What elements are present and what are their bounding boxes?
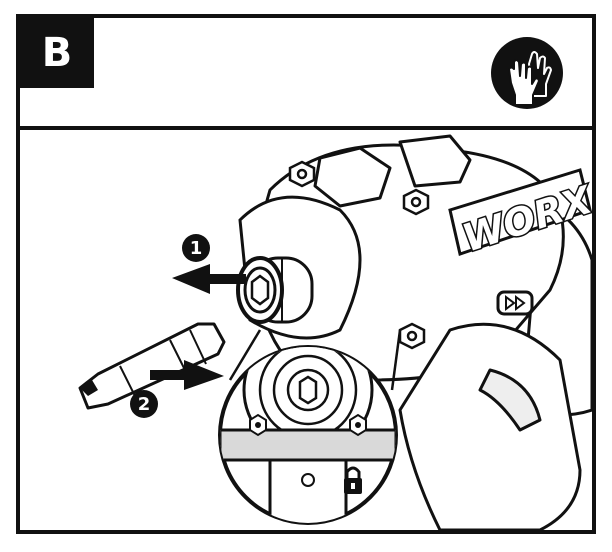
panel-header: B: [20, 18, 592, 130]
instruction-panel: B: [16, 14, 596, 534]
step-label: B: [20, 18, 94, 88]
padlock-icon: [344, 466, 362, 494]
callout-1: 1: [172, 234, 246, 294]
callout-2-number: 2: [138, 394, 151, 415]
protective-gloves-icon: [491, 37, 563, 109]
housing-screws: [288, 160, 430, 350]
callout-2: 2: [130, 360, 224, 418]
callout-1-number: 1: [190, 238, 203, 259]
detail-magnifier: [218, 329, 402, 525]
tool-illustration: WORX 1: [78, 134, 592, 530]
step-letter: B: [41, 30, 73, 76]
chuck-assembly: [236, 195, 362, 340]
direction-switch: [496, 290, 534, 316]
